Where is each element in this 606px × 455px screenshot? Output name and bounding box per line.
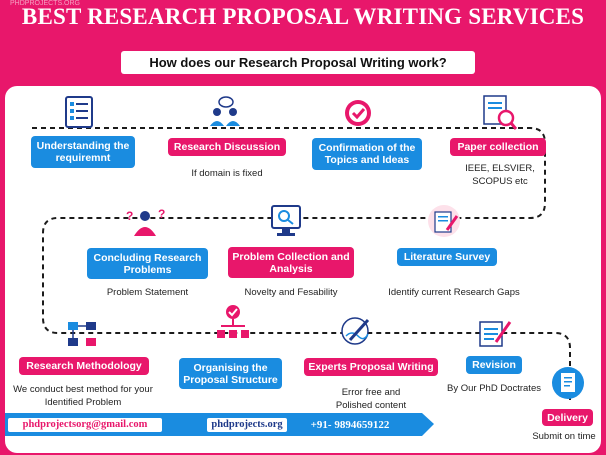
step-research-discussion-sub: If domain is fixed xyxy=(191,168,263,179)
checklist-icon xyxy=(65,96,93,128)
step-research-discussion-label: Research Discussion xyxy=(168,138,286,156)
step-methodology-sub: We conduct best method for your Identifi… xyxy=(13,384,153,408)
step-literature-survey-label: Literature Survey xyxy=(397,248,497,266)
contact-website[interactable]: phdprojects.org xyxy=(211,419,283,430)
page-title: BEST RESEARCH PROPOSAL WRITING SERVICES xyxy=(21,4,585,29)
step-organising-label: Organising the Proposal Structure xyxy=(179,358,282,389)
contact-email[interactable]: phdprojectsorg@gmail.com xyxy=(22,419,148,430)
pen-paper-icon xyxy=(341,317,370,345)
step-problem-collection-label: Problem Collection and Analysis xyxy=(228,247,354,278)
monitor-analysis-icon xyxy=(271,205,301,236)
step-revision-sub: By Our PhD Doctrates xyxy=(447,383,541,394)
check-badge-icon xyxy=(345,100,371,126)
step-paper-collection-label: Paper collection xyxy=(450,138,546,156)
flow-chart-icon xyxy=(68,322,96,346)
step-experts-writing-label: Experts Proposal Writing xyxy=(304,358,438,376)
step-delivery-sub: Submit on time xyxy=(532,431,596,442)
step-literature-survey-sub: Identify current Research Gaps xyxy=(388,287,520,298)
subtitle-box: How does our Research Proposal Writing w… xyxy=(121,51,475,74)
document-search-icon xyxy=(483,95,518,130)
step-paper-collection-sub: IEEE, ELSVIER, SCOPUS etc xyxy=(465,163,535,187)
site-box xyxy=(207,418,287,432)
thinking-person-icon: ? ? xyxy=(126,207,165,236)
svg-text:?: ? xyxy=(126,209,133,223)
edit-notes-icon xyxy=(479,321,512,347)
contact-phone[interactable]: +91- 9894659122 xyxy=(310,419,390,431)
step-concluding-sub: Problem Statement xyxy=(106,287,189,298)
hierarchy-icon xyxy=(217,305,249,338)
email-box xyxy=(8,418,162,432)
step-understanding-label: Understanding the requiremnt xyxy=(31,136,135,168)
people-discussion-icon xyxy=(210,96,240,126)
step-concluding-label: Concluding Research Problems xyxy=(87,248,208,279)
step-confirmation-label: Confirmation of the Topics and Ideas xyxy=(312,138,422,170)
writing-icon xyxy=(428,205,460,237)
step-delivery-label: Delivery xyxy=(542,409,593,426)
step-revision-label: Revision xyxy=(466,356,522,374)
svg-text:?: ? xyxy=(158,207,165,221)
step-methodology-label: Research Methodology xyxy=(19,357,149,375)
watermark: PHDPROJECTS.ORG xyxy=(10,0,81,7)
step-problem-collection-sub: Novelty and Fesability xyxy=(244,287,338,298)
step-experts-writing-sub: Error free and Polished content xyxy=(335,387,407,411)
delivery-document-icon xyxy=(552,367,584,399)
